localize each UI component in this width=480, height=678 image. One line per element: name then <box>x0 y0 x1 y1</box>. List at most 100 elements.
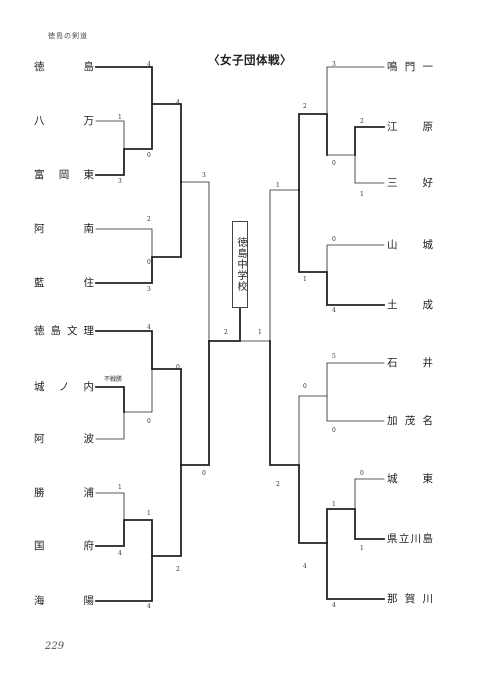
match-score: 1 <box>147 510 151 517</box>
team-char: 石 <box>387 357 398 369</box>
team-char: 陽 <box>83 595 95 607</box>
match-score: 3 <box>147 286 151 293</box>
team-char: 好 <box>422 177 434 189</box>
match-score: 2 <box>147 216 151 223</box>
match-score: 0 <box>360 470 364 477</box>
team-right-1: 江原 <box>387 120 433 134</box>
team-left-6: 城ノ内 <box>34 380 94 394</box>
team-char: 賀 <box>404 593 416 605</box>
team-char: 島 <box>422 533 433 545</box>
team-char: 住 <box>83 277 95 289</box>
team-char: 東 <box>83 169 95 181</box>
team-right-6: 加茂名 <box>387 414 433 428</box>
team-char: 阿 <box>34 433 45 445</box>
team-char: 城 <box>387 473 398 485</box>
match-score: 1 <box>360 191 364 198</box>
team-char: 府 <box>83 540 95 552</box>
team-char: 阿 <box>34 223 45 235</box>
team-left-5: 徳島文理 <box>34 324 94 338</box>
team-char: 徳 <box>34 61 45 73</box>
team-left-10: 海陽 <box>34 594 94 608</box>
team-char: 城 <box>422 239 434 251</box>
team-char: 国 <box>34 540 45 552</box>
team-left-0: 徳島 <box>34 60 94 74</box>
match-score: 0 <box>147 418 151 425</box>
team-left-3: 阿南 <box>34 222 94 236</box>
match-score: 0 <box>332 236 336 243</box>
team-char: 島 <box>50 325 62 337</box>
team-char: 藍 <box>34 277 45 289</box>
team-char: 県 <box>387 533 398 545</box>
team-char: 茂 <box>404 415 416 427</box>
match-score: 1 <box>258 329 262 336</box>
match-score: 2 <box>276 481 280 488</box>
team-char: 加 <box>387 415 398 427</box>
team-right-0: 鳴門一 <box>387 60 433 74</box>
team-left-4: 藍住 <box>34 276 94 290</box>
team-right-2: 三好 <box>387 176 433 190</box>
team-left-2: 富岡東 <box>34 168 94 182</box>
team-right-3: 山城 <box>387 238 433 252</box>
team-char: 徳 <box>34 325 45 337</box>
match-score: 4 <box>118 550 122 557</box>
match-score: 2 <box>224 329 228 336</box>
team-char: 川 <box>410 533 422 545</box>
match-score: 4 <box>147 61 151 68</box>
team-char: 江 <box>387 121 398 133</box>
team-char: 土 <box>387 299 398 311</box>
team-right-7: 城東 <box>387 472 433 486</box>
team-char: 南 <box>83 223 95 235</box>
match-score: 0 <box>332 427 336 434</box>
match-score: 2 <box>303 103 307 110</box>
match-score: 0 <box>303 383 307 390</box>
default-win-note: 不戦勝 <box>104 376 123 383</box>
match-score: 0 <box>202 470 206 477</box>
match-score: 4 <box>332 602 336 609</box>
team-char: 一 <box>422 61 434 73</box>
team-char: 井 <box>422 357 434 369</box>
team-char: 理 <box>83 325 95 337</box>
team-right-4: 土成 <box>387 298 433 312</box>
team-char: 岡 <box>58 169 70 181</box>
team-char: 島 <box>83 61 95 73</box>
team-left-8: 勝浦 <box>34 486 94 500</box>
match-score: 1 <box>360 545 364 552</box>
team-char: 万 <box>83 115 95 127</box>
team-char: 三 <box>387 177 398 189</box>
team-right-9: 那賀川 <box>387 592 433 606</box>
team-char: 名 <box>422 415 434 427</box>
match-score: 1 <box>332 501 336 508</box>
team-left-7: 阿波 <box>34 432 94 446</box>
team-char: 勝 <box>34 487 45 499</box>
team-char: 城 <box>34 381 45 393</box>
match-score: 0 <box>147 259 151 266</box>
match-score: 0 <box>147 152 151 159</box>
team-char: 八 <box>34 115 45 127</box>
match-score: 4 <box>147 324 151 331</box>
bracket-title: 〈女子団体戦〉 <box>208 53 292 67</box>
match-score: 0 <box>176 364 180 371</box>
page-number: 229 <box>45 641 65 652</box>
team-char: 波 <box>83 433 95 445</box>
match-score: 1 <box>118 114 122 121</box>
match-score: 4 <box>176 99 180 106</box>
team-char: 浦 <box>83 487 95 499</box>
match-score: 3 <box>332 61 336 68</box>
match-score: 2 <box>360 118 364 125</box>
match-score: 3 <box>118 178 122 185</box>
team-char: 山 <box>387 239 398 251</box>
team-left-1: 八万 <box>34 114 94 128</box>
match-score: 2 <box>176 566 180 573</box>
team-char: 立 <box>398 533 410 545</box>
match-score: 1 <box>118 484 122 491</box>
team-left-9: 国府 <box>34 539 94 553</box>
team-char: 富 <box>34 169 45 181</box>
team-char: 原 <box>422 121 434 133</box>
team-char: 川 <box>422 593 434 605</box>
match-score: 1 <box>276 182 280 189</box>
team-char: 内 <box>83 381 95 393</box>
team-char: 海 <box>34 595 45 607</box>
team-char: ノ <box>58 381 70 393</box>
team-char: 門 <box>404 61 416 73</box>
